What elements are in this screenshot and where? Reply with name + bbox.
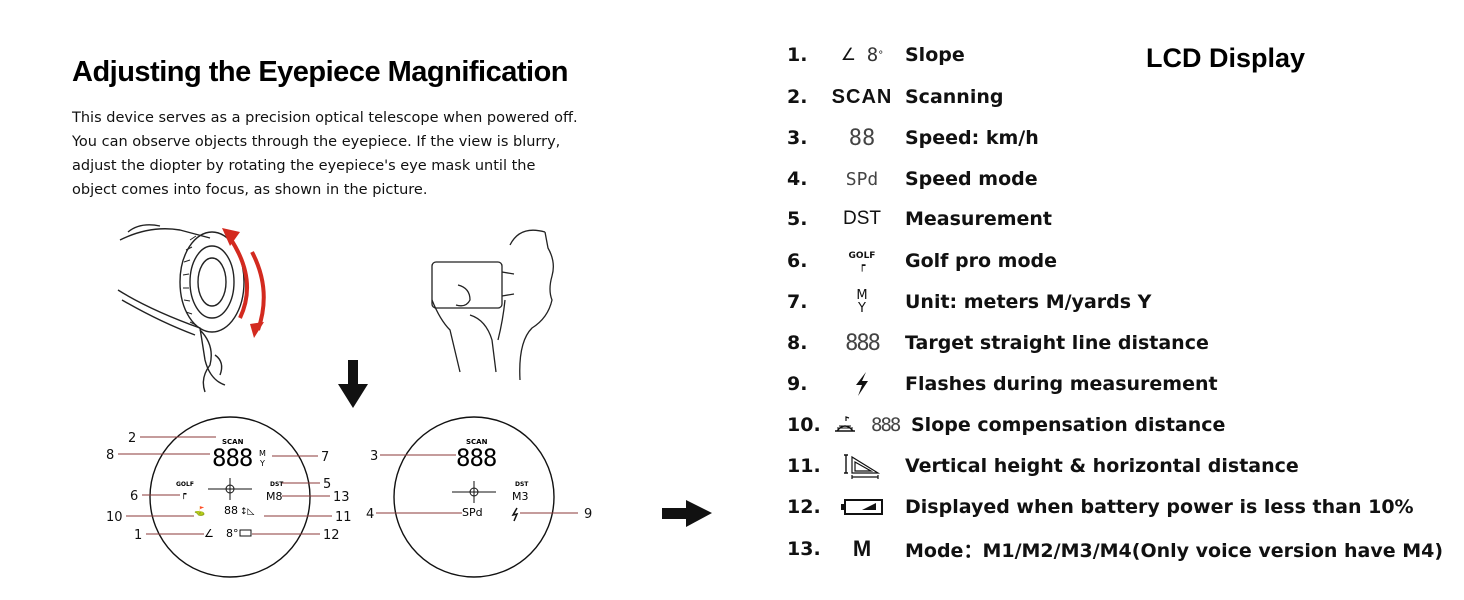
golf-flag-icon: GOLF ┍ [848,251,876,272]
person-using-device-illustration [431,229,554,381]
lcd-diagram-right: SCAN 888 DST M3 SPd [393,416,555,578]
callout-4: 4 [366,507,374,522]
scan-text-icon: SCAN [831,85,893,108]
intro-line: This device serves as a precision optica… [72,110,578,126]
callout-10: 10 [106,510,123,525]
svg-text:M: M [259,449,266,458]
svg-text:∠: ∠ [204,527,214,540]
callout-12: 12 [323,528,340,543]
svg-text:M3: M3 [512,490,529,503]
callout-3: 3 [370,449,378,464]
svg-text:SCAN: SCAN [466,438,488,446]
svg-text:888: 888 [212,444,252,472]
svg-text:GOLF: GOLF [176,481,194,488]
legend-number: 6. [787,250,808,272]
callout-7: 7 [321,450,329,465]
legend-desc: Speed: km/h [905,127,1039,149]
svg-text:DST: DST [515,481,529,488]
legend-number: 3. [787,127,808,149]
callout-9: 9 [584,507,592,522]
svg-text:┍: ┍ [181,490,187,500]
legend-number: 11. [787,455,821,477]
callout-8: 8 [106,448,114,463]
callout-numbers-right: 3 4 9 [366,449,592,522]
legend-desc: Slope [905,44,965,66]
legend-number: 13. [787,538,821,560]
dst-text-icon: DST [843,208,881,229]
battery-low-icon [823,492,901,522]
height-distance-icon [823,451,901,481]
legend-number: 9. [787,373,808,395]
legend-desc: Speed mode [905,168,1038,190]
rotation-arrows-icon [228,236,266,331]
legend-desc: Displayed when battery power is less tha… [905,496,1414,518]
callout-11: 11 [335,510,352,525]
slope-compensation-icon: 888 [823,410,903,440]
intro-line: adjust the diopter by rotating the eyepi… [72,158,536,174]
legend-number: 7. [787,291,808,313]
legend-number: 10. [787,414,821,436]
svg-text:Y: Y [259,459,265,468]
callout-numbers-left: 2 8 7 6 5 13 10 11 1 12 [106,431,352,543]
legend-desc: Flashes during measurement [905,373,1218,395]
diagram-canvas: SCAN 888 M Y GOLF ┍ DST M8 ⛳ 88 ↕◺ ∠ 8° … [106,224,712,578]
legend-desc: Vertical height & horizontal distance [905,455,1299,477]
legend-number: 2. [787,86,808,108]
callout-13: 13 [333,490,350,505]
legend-number: 4. [787,168,808,190]
lcd-diagram-left: SCAN 888 M Y GOLF ┍ DST M8 ⛳ 88 ↕◺ ∠ 8° [149,416,311,578]
svg-text:888: 888 [456,444,496,472]
callout-2: 2 [128,431,136,446]
intro-paragraph: This device serves as a precision optica… [72,106,672,202]
svg-text:88: 88 [224,504,238,517]
svg-text:8°: 8° [226,527,239,540]
svg-text:⛳: ⛳ [194,505,205,517]
down-arrow-icon [338,360,368,408]
three-digit-segment-icon: 888 [845,330,881,356]
svg-text:M8: M8 [266,490,283,503]
right-arrow-icon [662,500,712,527]
two-digit-segment-icon: 88 [848,125,876,151]
slope-angle-icon: ∠ 8° [840,44,884,66]
speed-segment-icon: SPd [845,168,879,190]
svg-text:SPd: SPd [462,506,483,519]
callout-lines-right [376,454,578,514]
svg-text:↕◺: ↕◺ [240,507,255,517]
callout-6: 6 [130,489,138,504]
legend-desc: Unit: meters M/yards Y [905,291,1152,313]
intro-line: object comes into focus, as shown in the… [72,182,428,198]
red-arrow-head-icon [250,322,264,338]
eyepiece-illustration [117,224,245,393]
legend-number: 8. [787,332,808,354]
legend-number: 12. [787,496,821,518]
callout-lines-left [118,436,332,535]
golf-label: GOLF [848,251,876,261]
legend-desc: Slope compensation distance [911,414,1226,436]
legend-desc: Golf pro mode [905,250,1058,272]
legend-number: 5. [787,208,808,230]
lcd-display-title: LCD Display [1146,43,1306,73]
legend-number: 1. [787,44,808,66]
red-arrow-head-icon [222,228,240,246]
legend-desc: Measurement [905,208,1052,230]
mode-m-icon: M [852,536,872,561]
callout-5: 5 [323,477,331,492]
legend-desc: Target straight line distance [905,332,1209,354]
svg-text:SCAN: SCAN [222,438,244,446]
intro-line: You can observe objects through the eyep… [72,134,561,150]
page-title: Adjusting the Eyepiece Magnification [72,56,569,88]
slope-comp-digits: 888 [871,414,901,436]
legend-desc: Mode：M1/M2/M3/M4(Only voice version have… [905,539,1444,562]
lightning-icon [823,369,901,399]
svg-text:DST: DST [270,481,284,488]
callout-1: 1 [134,528,142,543]
legend-desc: Scanning [905,86,1004,108]
